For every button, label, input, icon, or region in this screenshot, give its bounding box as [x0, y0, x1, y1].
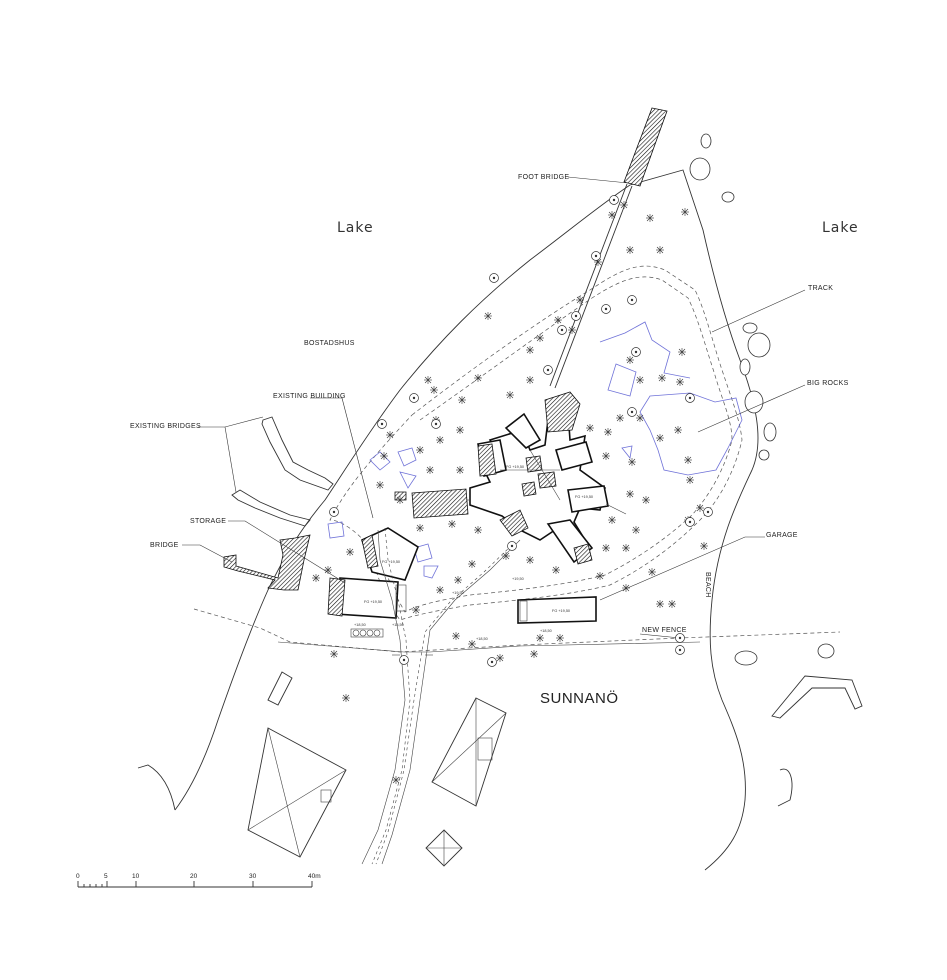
bridge-label: BRIDGE [150, 542, 179, 549]
bostadshus-label: BOSTADSHUS [304, 340, 355, 347]
new-fence [193, 608, 841, 653]
svg-text:+18,50: +18,50 [476, 637, 488, 641]
place-name-sunnano: SUNNANÖ [540, 689, 619, 707]
lake-label-east: Lake [822, 220, 859, 236]
beach-label: BEACH [704, 572, 711, 598]
shore-rocks [689, 133, 835, 666]
scale-tick-0: 0 [76, 873, 80, 880]
big-rocks-label: BIG ROCKS [807, 380, 849, 387]
scale-tick-40m: 40m [308, 873, 321, 880]
foot-bridge [549, 107, 668, 389]
scale-bar: 0 5 10 20 30 40m [76, 873, 321, 888]
new-fence-label: NEW FENCE [642, 627, 687, 634]
svg-text:FG +19,50: FG +19,50 [382, 560, 400, 564]
svg-text:FG +19,50: FG +19,50 [575, 495, 593, 499]
existing-building-label: EXISTING BUILDING [273, 393, 346, 400]
main-residence: FG +19,50 FG +19,50 [411, 391, 627, 565]
parking-circles [350, 628, 384, 638]
scale-tick-30: 30 [249, 873, 257, 880]
scale-tick-20: 20 [190, 873, 198, 880]
driveway [361, 527, 521, 865]
existing-bridges-label: EXISTING BRIDGES [130, 423, 201, 430]
storage-building: FG +19,50 [327, 577, 407, 619]
storage-label: STORAGE [190, 518, 226, 525]
spot-levels: +19,50 +19,50 +18,50 +18,50 +18,50 +18,5… [354, 577, 552, 641]
shoreline [137, 169, 863, 871]
existing-bridges [223, 416, 334, 591]
svg-text:FG +19,50: FG +19,50 [552, 609, 570, 613]
svg-text:+18,50: +18,50 [354, 623, 366, 627]
svg-text:+19,50: +19,50 [512, 577, 524, 581]
svg-text:FG +19,50: FG +19,50 [506, 465, 524, 469]
scale-tick-5: 5 [104, 873, 108, 880]
big-rocks [327, 321, 743, 579]
scale-tick-10: 10 [132, 873, 140, 880]
track-label: TRACK [808, 285, 833, 292]
foot-bridge-label: FOOT BRIDGE [518, 174, 569, 181]
svg-text:+19,50: +19,50 [452, 591, 464, 595]
svg-text:FG +19,50: FG +19,50 [364, 600, 382, 604]
svg-text:+18,50: +18,50 [540, 629, 552, 633]
lake-label-west: Lake [337, 220, 374, 236]
garage-label: GARAGE [766, 532, 798, 539]
existing-building: FG +19,50 [361, 491, 419, 581]
neighbour-houses [247, 671, 507, 867]
svg-text:+18,50: +18,50 [392, 623, 404, 627]
garage: FG +19,50 [517, 596, 597, 624]
